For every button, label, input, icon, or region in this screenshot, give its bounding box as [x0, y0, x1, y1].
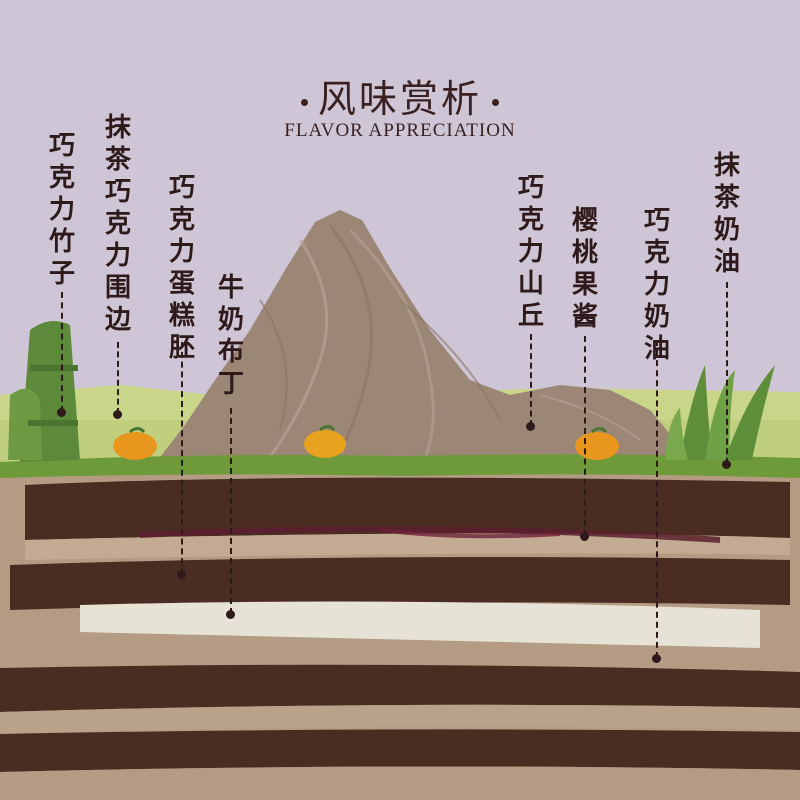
matcha-top-layer [0, 454, 800, 478]
label-chocolate-bamboo: 巧克力竹子 [48, 131, 75, 289]
label-chocolate-sponge: 巧克力蛋糕胚 [168, 173, 195, 363]
leader-chocolate-bamboo [61, 292, 63, 412]
label-cherry-jam: 樱桃果酱 [571, 206, 598, 332]
pin-chocolate-bamboo [57, 408, 66, 417]
cherry-jam-streak [139, 526, 721, 543]
label-chocolate-cream: 巧克力奶油 [643, 206, 670, 364]
sponge-layer-4 [0, 729, 800, 772]
pin-chocolate-cream [652, 654, 661, 663]
leader-milk-pudding [230, 408, 232, 614]
pin-matcha-cream [722, 460, 731, 469]
title-dot-left [300, 99, 308, 106]
title-dot-right [492, 99, 499, 106]
milk-pudding-layer [80, 601, 760, 648]
pin-milk-pudding [226, 610, 235, 619]
sponge-layer-1 [25, 477, 790, 540]
leader-chocolate-cream [656, 340, 658, 658]
leader-cherry-jam [584, 336, 586, 536]
pin-matcha-chocolate-wall [113, 410, 122, 419]
page-title: 风味赏析 [0, 68, 800, 123]
orange-decoration-1 [113, 427, 157, 460]
chocolate-bamboo [8, 321, 80, 462]
label-milk-pudding: 牛奶布丁 [217, 273, 244, 399]
orange-decoration-2 [304, 425, 346, 458]
label-matcha-chocolate-wall: 抹茶巧克力围边 [104, 113, 131, 335]
pin-chocolate-hill [526, 422, 535, 431]
leader-chocolate-hill [530, 334, 532, 426]
pin-chocolate-sponge [177, 570, 186, 579]
sponge-layer-3 [0, 664, 800, 712]
orange-decoration-3 [575, 427, 619, 460]
page-title-text: 风味赏析 [317, 77, 482, 121]
label-matcha-cream: 抹茶奶油 [713, 151, 740, 277]
leader-matcha-chocolate-wall [117, 342, 119, 414]
page-subtitle: FLAVOR APPRECIATION [284, 120, 516, 141]
leader-matcha-cream [726, 282, 728, 464]
leader-chocolate-sponge [181, 342, 183, 574]
pin-cherry-jam [580, 532, 589, 541]
sponge-layer-2 [10, 556, 790, 610]
label-chocolate-hill: 巧克力山丘 [517, 173, 544, 331]
